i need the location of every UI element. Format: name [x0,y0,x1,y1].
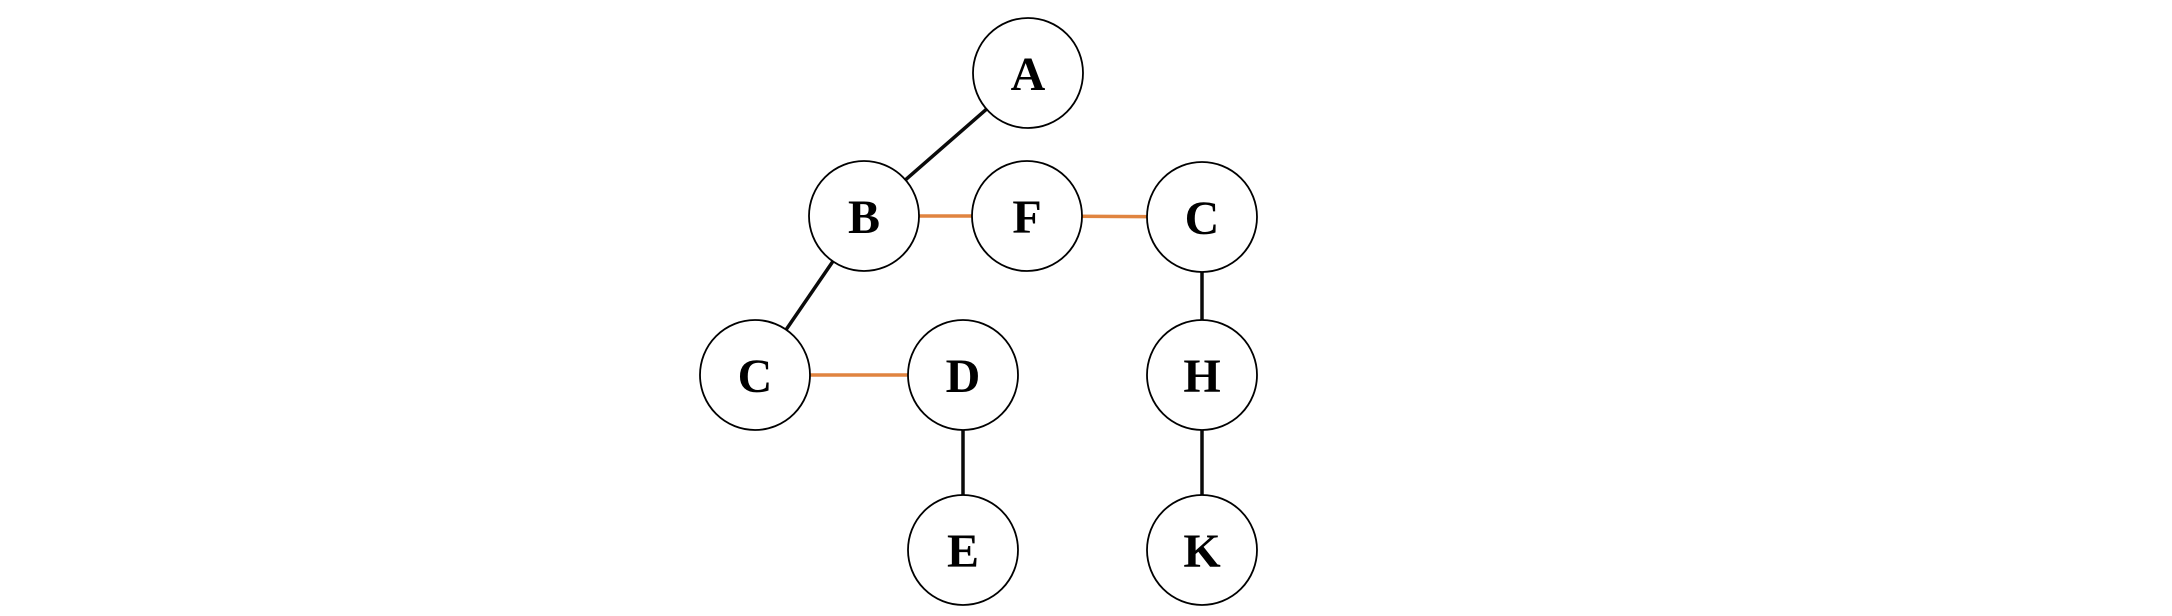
node-circle-F [971,160,1083,272]
node-D: D [907,319,1019,431]
node-B: B [808,160,920,272]
node-E: E [907,494,1019,606]
node-label-C1: C [738,350,773,403]
node-F: F [971,160,1083,272]
node-circle-K [1146,494,1258,606]
node-circle-H [1146,319,1258,431]
node-A: A [972,17,1084,129]
node-C1: C [699,319,811,431]
edges-layer [753,71,1204,550]
node-label-D: D [946,350,981,403]
node-label-H: H [1183,350,1220,403]
node-label-E: E [947,525,979,578]
node-label-B: B [848,191,880,244]
node-circle-C2 [1146,161,1258,273]
node-C2: C [1146,161,1258,273]
node-label-K: K [1183,525,1220,578]
node-circle-E [907,494,1019,606]
node-circle-B [808,160,920,272]
node-label-C2: C [1185,192,1220,245]
nodes-layer: A B F C C D H E K [699,17,1258,606]
node-circle-D [907,319,1019,431]
node-label-A: A [1011,48,1046,101]
node-circle-A [972,17,1084,129]
node-label-F: F [1012,191,1041,244]
node-H: H [1146,319,1258,431]
node-K: K [1146,494,1258,606]
node-circle-C1 [699,319,811,431]
